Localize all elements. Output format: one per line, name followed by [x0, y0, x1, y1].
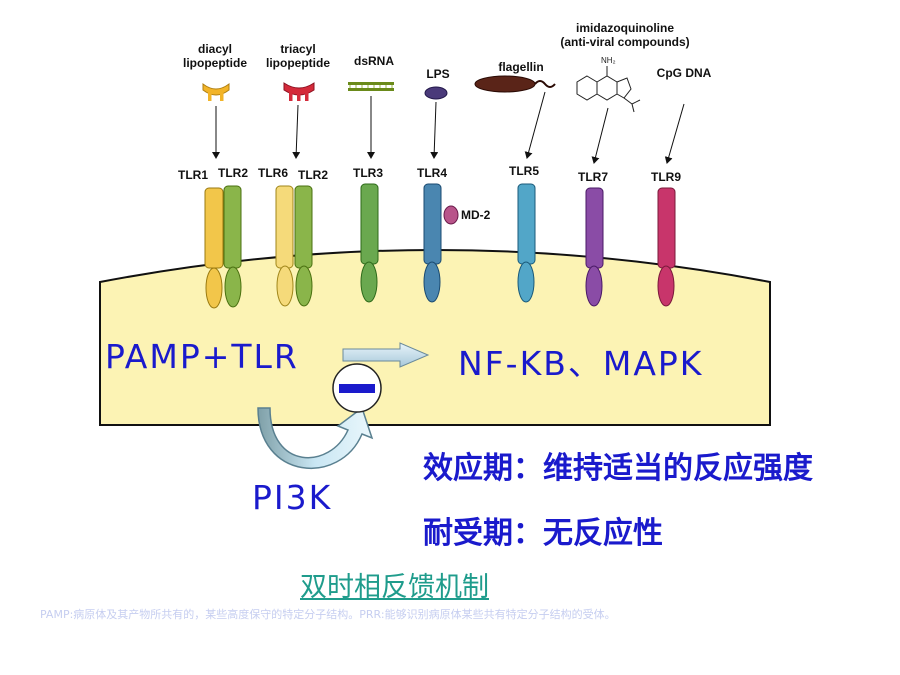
label-tlr4: TLR4 [417, 166, 447, 180]
label-triacyl-line1: triacyl [280, 42, 316, 56]
label-diacyl-lipopeptide: diacyl lipopeptide [170, 42, 260, 70]
triacyl-lipopeptide-icon [283, 82, 315, 101]
label-triacyl-line2: lipopeptide [266, 56, 330, 70]
label-imidazo-line1: imidazoquinoline [576, 21, 674, 35]
label-tlr7: TLR7 [578, 170, 608, 184]
arrow-imidazo-to-tlr7 [591, 107, 609, 164]
tlr1-receptor [204, 187, 224, 309]
tlr5-receptor [517, 183, 536, 303]
arrow-cpg-to-tlr9 [664, 103, 685, 164]
lps-icon [424, 86, 448, 100]
footnote-text: PAMP:病原体及其产物所共有的，某些高度保守的特定分子结构。PRR:能够识别病… [40, 608, 616, 621]
label-tlr3: TLR3 [353, 166, 383, 180]
label-cpg-dna: CpG DNA [656, 66, 712, 80]
label-tlr1: TLR1 [178, 168, 208, 182]
label-triacyl-lipopeptide: triacyl lipopeptide [253, 42, 343, 70]
tlr2-receptor-a [223, 185, 242, 308]
pathway-right-text: NF-KB、MAPK [458, 344, 704, 383]
svg-text:NH₂: NH₂ [601, 56, 616, 65]
tlr4-receptor [423, 183, 442, 303]
label-imidazoquinoline: imidazoquinoline (anti-viral compounds) [545, 21, 705, 49]
label-tlr6: TLR6 [258, 166, 288, 180]
imidazoquinoline-icon [576, 66, 641, 113]
dsrna-icon [348, 82, 394, 91]
tlr3-receptor [360, 183, 379, 303]
diacyl-lipopeptide-icon [202, 82, 230, 101]
pathway-arrow-icon [342, 342, 430, 368]
label-tlr2-a: TLR2 [218, 166, 248, 180]
feedback-loop-arrow-icon [257, 406, 374, 469]
label-lps: LPS [426, 67, 450, 81]
label-diacyl-line2: lipopeptide [183, 56, 247, 70]
effect-phase-text: 效应期：维持适当的反应强度 [423, 451, 813, 486]
label-md2: MD-2 [461, 208, 491, 222]
label-imidazo-line2: (anti-viral compounds) [560, 35, 690, 49]
label-diacyl-line1: diacyl [197, 42, 233, 56]
pathway-left-text: PAMP+TLR [105, 337, 299, 376]
inhibition-minus-icon [332, 363, 382, 413]
pi3k-text: PI3K [252, 478, 333, 517]
md2-icon [443, 205, 459, 225]
diagram-title: 双时相反馈机制 [300, 572, 489, 603]
tlr7-receptor [585, 187, 604, 307]
label-tlr9: TLR9 [651, 170, 681, 184]
arrow-flagellin-to-tlr5 [524, 91, 546, 159]
flagellin-icon [474, 75, 556, 93]
arrow-triacyl-to-tlr [292, 104, 301, 159]
tlr2-receptor-b [294, 185, 313, 307]
tolerance-phase-text: 耐受期：无反应性 [423, 516, 663, 551]
label-tlr5: TLR5 [509, 164, 539, 178]
arrow-lps-to-tlr4 [430, 101, 439, 159]
label-flagellin: flagellin [498, 60, 544, 74]
label-tlr2-b: TLR2 [298, 168, 328, 182]
tlr6-receptor [275, 185, 294, 307]
tlr9-receptor [657, 187, 676, 307]
label-dsrna: dsRNA [353, 54, 394, 68]
